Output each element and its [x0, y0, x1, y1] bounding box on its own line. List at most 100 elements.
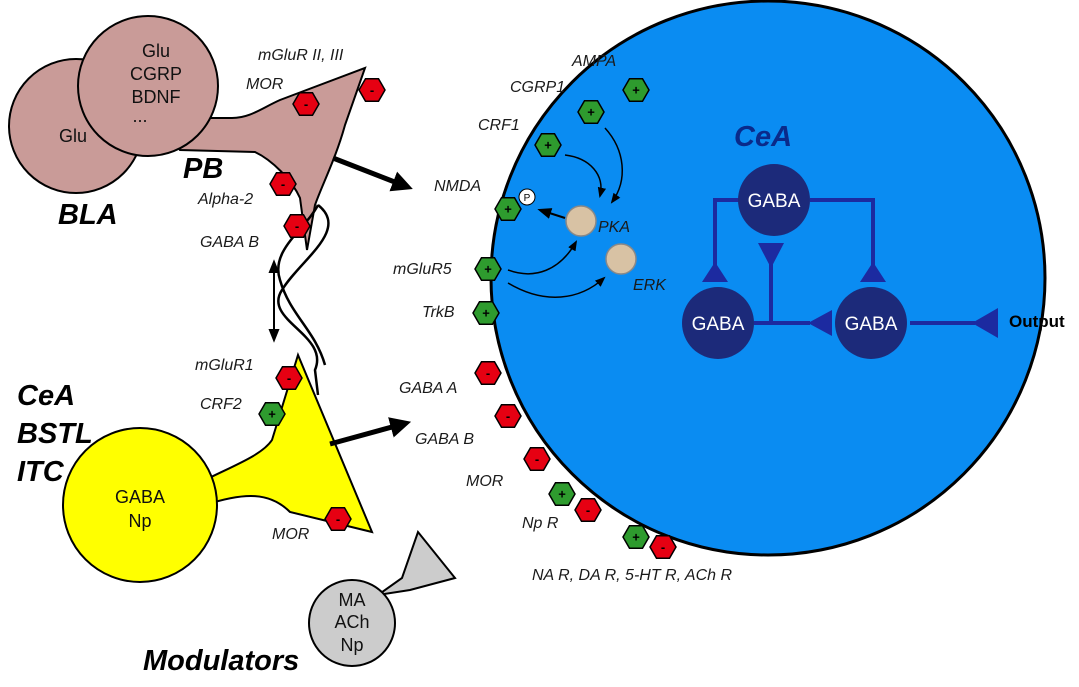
receptor-mglur-ii-iii-sign: -	[370, 83, 374, 98]
gaba-neuron-left	[682, 287, 754, 359]
mglur1-label: mGluR1	[195, 357, 254, 374]
erk-kinase	[605, 243, 637, 275]
synapse-middle	[808, 310, 832, 336]
receptor-cgrp1-sign: +	[587, 105, 595, 120]
synapse-left	[702, 262, 728, 282]
receptor-monoamine-plus: +	[622, 524, 650, 550]
receptor-crf1-sign: +	[544, 138, 552, 153]
receptor-gaba-b-pb-sign: -	[295, 219, 299, 234]
gaba-np-soma	[62, 427, 218, 583]
gaba-neuron-right	[835, 287, 907, 359]
receptor-trkb-sign: +	[482, 306, 490, 321]
receptor-ampa: +	[622, 77, 650, 103]
pka-label: PKA	[598, 219, 630, 236]
monoamine-receptors-label: NA R, DA R, 5-HT R, ACh R	[532, 567, 732, 584]
ampa-label: AMPA	[571, 53, 616, 70]
receptor-gaba-a-sign: -	[486, 366, 490, 381]
bla-soma-label: Glu	[59, 126, 87, 146]
receptor-crf2: +	[258, 401, 286, 427]
receptor-cgrp1: +	[577, 99, 605, 125]
alpha2-label: Alpha-2	[197, 191, 253, 208]
cea-bstl-itc-title-2: BSTL	[17, 418, 93, 450]
receptor-monoamine-minus: -	[649, 534, 677, 560]
receptor-mor-yellow: -	[324, 506, 352, 532]
mor-yellow-label: MOR	[272, 526, 310, 543]
modulator-axon-terminal	[377, 529, 457, 596]
receptor-nmda-sign: +	[504, 202, 512, 217]
receptor-np-r-minus-sign: -	[586, 503, 590, 518]
pb-soma-label-4: ...	[132, 106, 147, 126]
synapse-top	[758, 243, 784, 268]
cea-internal-circuit	[713, 198, 975, 325]
receptor-alpha2-sign: -	[281, 177, 285, 192]
pb-soma	[77, 15, 219, 157]
receptor-crf2-sign: +	[268, 407, 276, 422]
axon-interaction-wave	[277, 204, 330, 396]
gaba-neuron-top	[738, 164, 810, 236]
cgrp1-label: CGRP1	[510, 79, 565, 96]
receptor-mglur1-sign: -	[287, 371, 291, 386]
receptor-monoamine-plus-sign: +	[632, 530, 640, 545]
receptor-nmda: +	[494, 196, 522, 222]
modulator-label-2: ACh	[334, 612, 369, 632]
cea-cell	[489, 0, 1047, 557]
crf1-label: CRF1	[478, 117, 520, 134]
gaba-b-pb-label: GABA B	[200, 234, 259, 251]
pb-title: PB	[183, 153, 223, 185]
gaba-a-label: GABA A	[399, 380, 457, 397]
receptor-ampa-sign: +	[632, 83, 640, 98]
receptor-mglur-ii-iii: -	[358, 77, 386, 103]
receptor-gaba-b-sign: -	[506, 409, 510, 424]
gaba-np-neuron	[62, 352, 374, 583]
receptor-gaba-b-pb: -	[283, 213, 311, 239]
gaba-soma-label-1: GABA	[115, 487, 165, 507]
receptor-trkb: +	[472, 300, 500, 326]
modulators-title: Modulators	[143, 645, 299, 677]
phospho-marker	[518, 188, 536, 206]
receptor-gaba-b: -	[494, 403, 522, 429]
pb-soma-label-1: Glu	[142, 41, 170, 61]
np-r-label: Np R	[522, 515, 559, 532]
receptor-layer: -----+-++++++---+-+-	[258, 77, 677, 560]
synapse-right	[860, 262, 886, 282]
output-terminal	[972, 308, 998, 338]
receptor-np-r-plus-sign: +	[558, 487, 566, 502]
gaba-neuron-left-label: GABA	[692, 314, 745, 335]
gaba-b-label: GABA B	[415, 431, 474, 448]
receptor-mglur5-sign: +	[484, 262, 492, 277]
modulator-soma	[308, 579, 396, 667]
gaba-neuron-top-label: GABA	[748, 191, 801, 212]
bla-title: BLA	[58, 199, 118, 231]
receptor-mor-cea: -	[523, 446, 551, 472]
receptor-np-r-plus: +	[548, 481, 576, 507]
erk-label: ERK	[633, 277, 667, 294]
receptor-mglur1: -	[275, 365, 303, 391]
mglur5-to-erk-arrow	[507, 276, 606, 298]
receptor-alpha2: -	[269, 171, 297, 197]
crf1-to-pka-arrow	[564, 154, 607, 199]
gaba-projection-arrow	[329, 417, 412, 447]
receptor-gaba-a: -	[474, 360, 502, 386]
phospho-label: P	[524, 193, 531, 204]
receptor-mor-pb: -	[292, 91, 320, 117]
mor-pb-label: MOR	[246, 76, 284, 93]
trkb-label: TrkB	[422, 304, 455, 321]
receptor-mor-pb-sign: -	[304, 97, 308, 112]
cgrp1-to-pka-arrow	[604, 127, 623, 204]
receptor-crf1: +	[534, 132, 562, 158]
modulator-label-1: MA	[339, 590, 366, 610]
modulator-neuron	[308, 529, 457, 667]
receptor-mor-yellow-sign: -	[336, 512, 340, 527]
gaba-soma-label-2: Np	[128, 511, 151, 531]
mglur5-to-pka-arrow	[507, 240, 578, 275]
receptor-np-r-minus: -	[574, 497, 602, 523]
nmda-label: NMDA	[434, 178, 481, 195]
output-label: Output	[1009, 312, 1065, 331]
receptor-monoamine-minus-sign: -	[661, 540, 665, 555]
gaba-neuron-right-label: GABA	[845, 314, 898, 335]
crf2-label: CRF2	[200, 396, 242, 413]
pka-to-nmda-arrow	[537, 208, 566, 219]
modulator-label-3: Np	[340, 635, 363, 655]
pb-soma-label-2: CGRP	[130, 64, 182, 84]
